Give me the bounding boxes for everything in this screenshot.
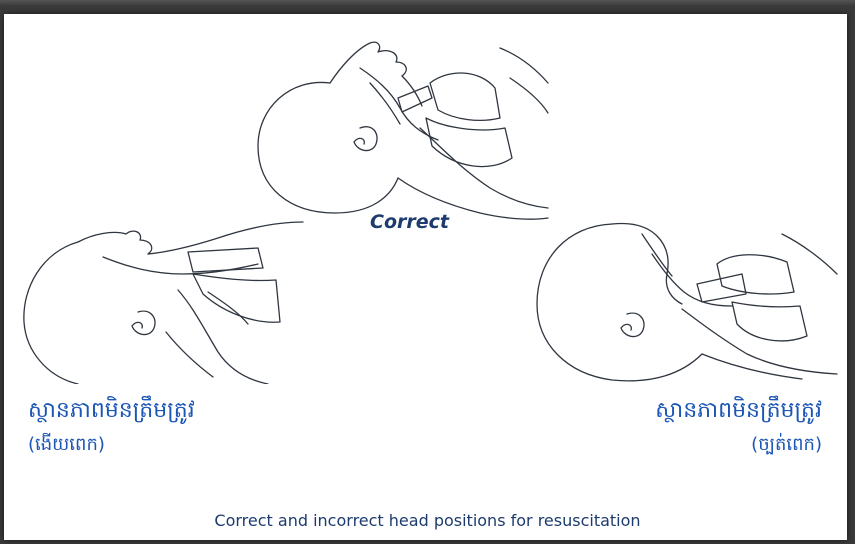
incorrect-left-label: ស្ថានភាពមិនត្រឹមត្រូវ (ងើយពេក) <box>28 398 195 456</box>
incorrect-left-title: ស្ថានភាពមិនត្រឹមត្រូវ <box>28 398 195 423</box>
incorrect-right-subtitle: (ច្បត់ពេក) <box>582 434 822 456</box>
correct-head-illustration <box>250 28 550 228</box>
incorrect-right-illustration <box>532 214 842 384</box>
figure-caption: Correct and incorrect head positions for… <box>0 511 855 530</box>
incorrect-left-subtitle: (ងើយពេក) <box>28 434 195 456</box>
incorrect-right-title: ស្ថានភាពមិនត្រឹមត្រូវ <box>655 398 822 423</box>
incorrect-left-illustration <box>18 212 308 384</box>
incorrect-right-label: ស្ថានភាពមិនត្រឹមត្រូវ (ច្បត់ពេក) <box>582 398 822 456</box>
correct-label: Correct <box>370 211 449 233</box>
